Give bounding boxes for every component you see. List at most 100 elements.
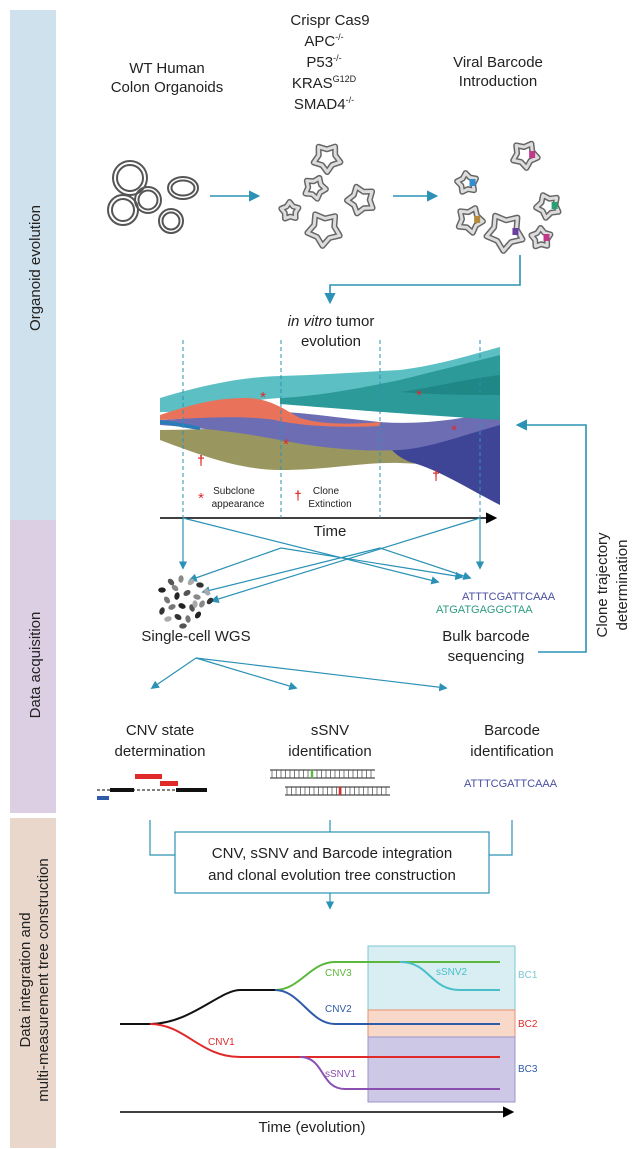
- tree-label-ssnv2: sSNV2: [436, 967, 468, 978]
- cell: [174, 614, 182, 620]
- ssnv-reads-icon: [270, 769, 390, 796]
- trajectory-label-line2: determination: [614, 540, 631, 631]
- bc3-region: [367, 1036, 516, 1103]
- cell: [199, 600, 205, 608]
- barcode-tag: [469, 179, 476, 186]
- section-bar-acquisition: [10, 520, 56, 813]
- barcoded-star-inner: [485, 214, 524, 253]
- bulk-barcode-seq-2: ATGATGAGGCTAA: [436, 604, 533, 616]
- integration-text-line1: CNV, sSNV and Barcode integration: [212, 845, 452, 862]
- barcode-id-seq: ATTTCGATTCAAA: [464, 778, 558, 790]
- tree-label-cnv1: CNV1: [208, 1037, 235, 1048]
- tree-label-bc1: BC1: [518, 970, 538, 981]
- cell: [158, 587, 166, 593]
- cnv-label-line1: CNV state: [126, 722, 194, 739]
- legend-subclone-line2: appearance: [212, 499, 265, 510]
- cell: [159, 607, 165, 615]
- cnv-label-line2: determination: [115, 743, 206, 760]
- barcode-id-label-line2: identification: [470, 743, 553, 760]
- trajectory-label-line1: Clone trajectory: [594, 532, 611, 638]
- barcode-tag: [551, 202, 558, 209]
- barcode-tag: [543, 234, 550, 241]
- fishplot-title-line1: in vitro tumor: [288, 313, 375, 330]
- legend-subclone-symbol: *: [198, 490, 204, 507]
- section-label-organoid-evolution: Organoid evolution: [27, 205, 44, 331]
- subclone-marker-3: *: [416, 387, 422, 404]
- cell: [167, 578, 175, 586]
- trajectory-feedback-arrow: [515, 419, 587, 653]
- barcoded-star-inner: [457, 206, 485, 235]
- legend-extinction-line1: Clone: [313, 486, 340, 497]
- cell: [163, 596, 171, 604]
- cell: [192, 600, 198, 608]
- cell: [178, 575, 184, 583]
- sampling-arrows: [178, 517, 485, 604]
- section-label-integration-line1: Data integration and: [17, 912, 34, 1047]
- cell: [206, 597, 214, 605]
- cell: [183, 590, 191, 596]
- arrow-to-fishplot: [324, 255, 521, 305]
- barcoded-star-inner: [534, 193, 560, 220]
- cell: [187, 578, 195, 586]
- legend-extinction-line2: Extinction: [308, 499, 351, 510]
- section-label-integration-line2: multi-measurement tree construction: [35, 858, 52, 1101]
- extinction-marker-2: †: [432, 467, 440, 483]
- clone-teal-dark: [280, 352, 500, 420]
- integration-text-line2: and clonal evolution tree construction: [208, 867, 456, 884]
- integration-connector: [149, 820, 513, 910]
- ssnv-label-line2: identification: [288, 743, 371, 760]
- barcode-id-label-line1: Barcode: [484, 722, 540, 739]
- legend-subclone-line1: Subclone: [213, 486, 255, 497]
- integration-box: [174, 831, 490, 894]
- cell: [196, 582, 204, 588]
- clone-teal-deep: [400, 375, 500, 395]
- section-bar-organoid: [10, 10, 56, 520]
- tree-label-ssnv1: sSNV1: [325, 1069, 357, 1080]
- organoid-star-inner: [305, 212, 342, 248]
- cell: [164, 616, 172, 622]
- viral-barcode-label-line2: Introduction: [459, 73, 537, 90]
- organoid-star-inner: [304, 176, 328, 201]
- tree-label-bc3: BC3: [518, 1064, 538, 1075]
- organoid-star-inner: [279, 200, 300, 220]
- barcoded-star-inner: [511, 142, 540, 170]
- smad4-line: SMAD4-/-: [294, 95, 354, 113]
- p53-line: P53-/-: [306, 53, 341, 71]
- tree-branch-cnv2: [274, 989, 500, 1025]
- tree-label-cnv2: CNV2: [325, 1004, 352, 1015]
- subclone-marker-4: *: [451, 422, 457, 439]
- fishplot-title-line2: evolution: [301, 333, 361, 350]
- subclone-marker-2: *: [283, 436, 289, 453]
- bulk-barcode-label-line2: sequencing: [448, 648, 525, 665]
- wt-organoids-icon: [107, 160, 199, 234]
- scwgs-label: Single-cell WGS: [141, 628, 250, 645]
- section-bar-integration: [10, 818, 56, 1148]
- extinction-marker-1: †: [197, 452, 205, 468]
- clone-purple: [160, 410, 500, 451]
- organoid-star-inner: [345, 185, 375, 215]
- tree-trunk: [120, 989, 275, 1025]
- identification-arrows: [150, 657, 448, 692]
- cell: [174, 592, 180, 600]
- ssnv-label-line1: sSNV: [311, 722, 349, 739]
- barcode-tag: [529, 151, 536, 158]
- cell: [194, 611, 202, 619]
- fishplot: Time * * * * † † * Subclone appearance †…: [160, 340, 500, 540]
- time-axis-label: Time: [314, 523, 347, 540]
- cell: [185, 615, 191, 623]
- cell: [193, 594, 201, 600]
- tree-time-label: Time (evolution): [259, 1119, 366, 1136]
- tree-label-cnv3: CNV3: [325, 968, 352, 979]
- tree-branch-ssnv1: [299, 1056, 500, 1090]
- clonal-tree: CNV3 CNV2 CNV1 sSNV2 sSNV1 BC1 BC2 BC3 T…: [120, 945, 538, 1136]
- mutant-organoids-icon: [278, 143, 376, 249]
- cell: [204, 588, 210, 596]
- tree-branch-cnv1: [149, 1023, 500, 1058]
- kras-line: KRASG12D: [292, 74, 357, 92]
- bulk-barcode-label-line1: Bulk barcode: [442, 628, 530, 645]
- cell: [179, 623, 187, 629]
- crispr-label: Crispr Cas9 APC-/- P53-/- KRASG12D SMAD4…: [290, 12, 369, 113]
- clone-salmon: [160, 398, 380, 427]
- organoid-star-inner: [312, 145, 342, 174]
